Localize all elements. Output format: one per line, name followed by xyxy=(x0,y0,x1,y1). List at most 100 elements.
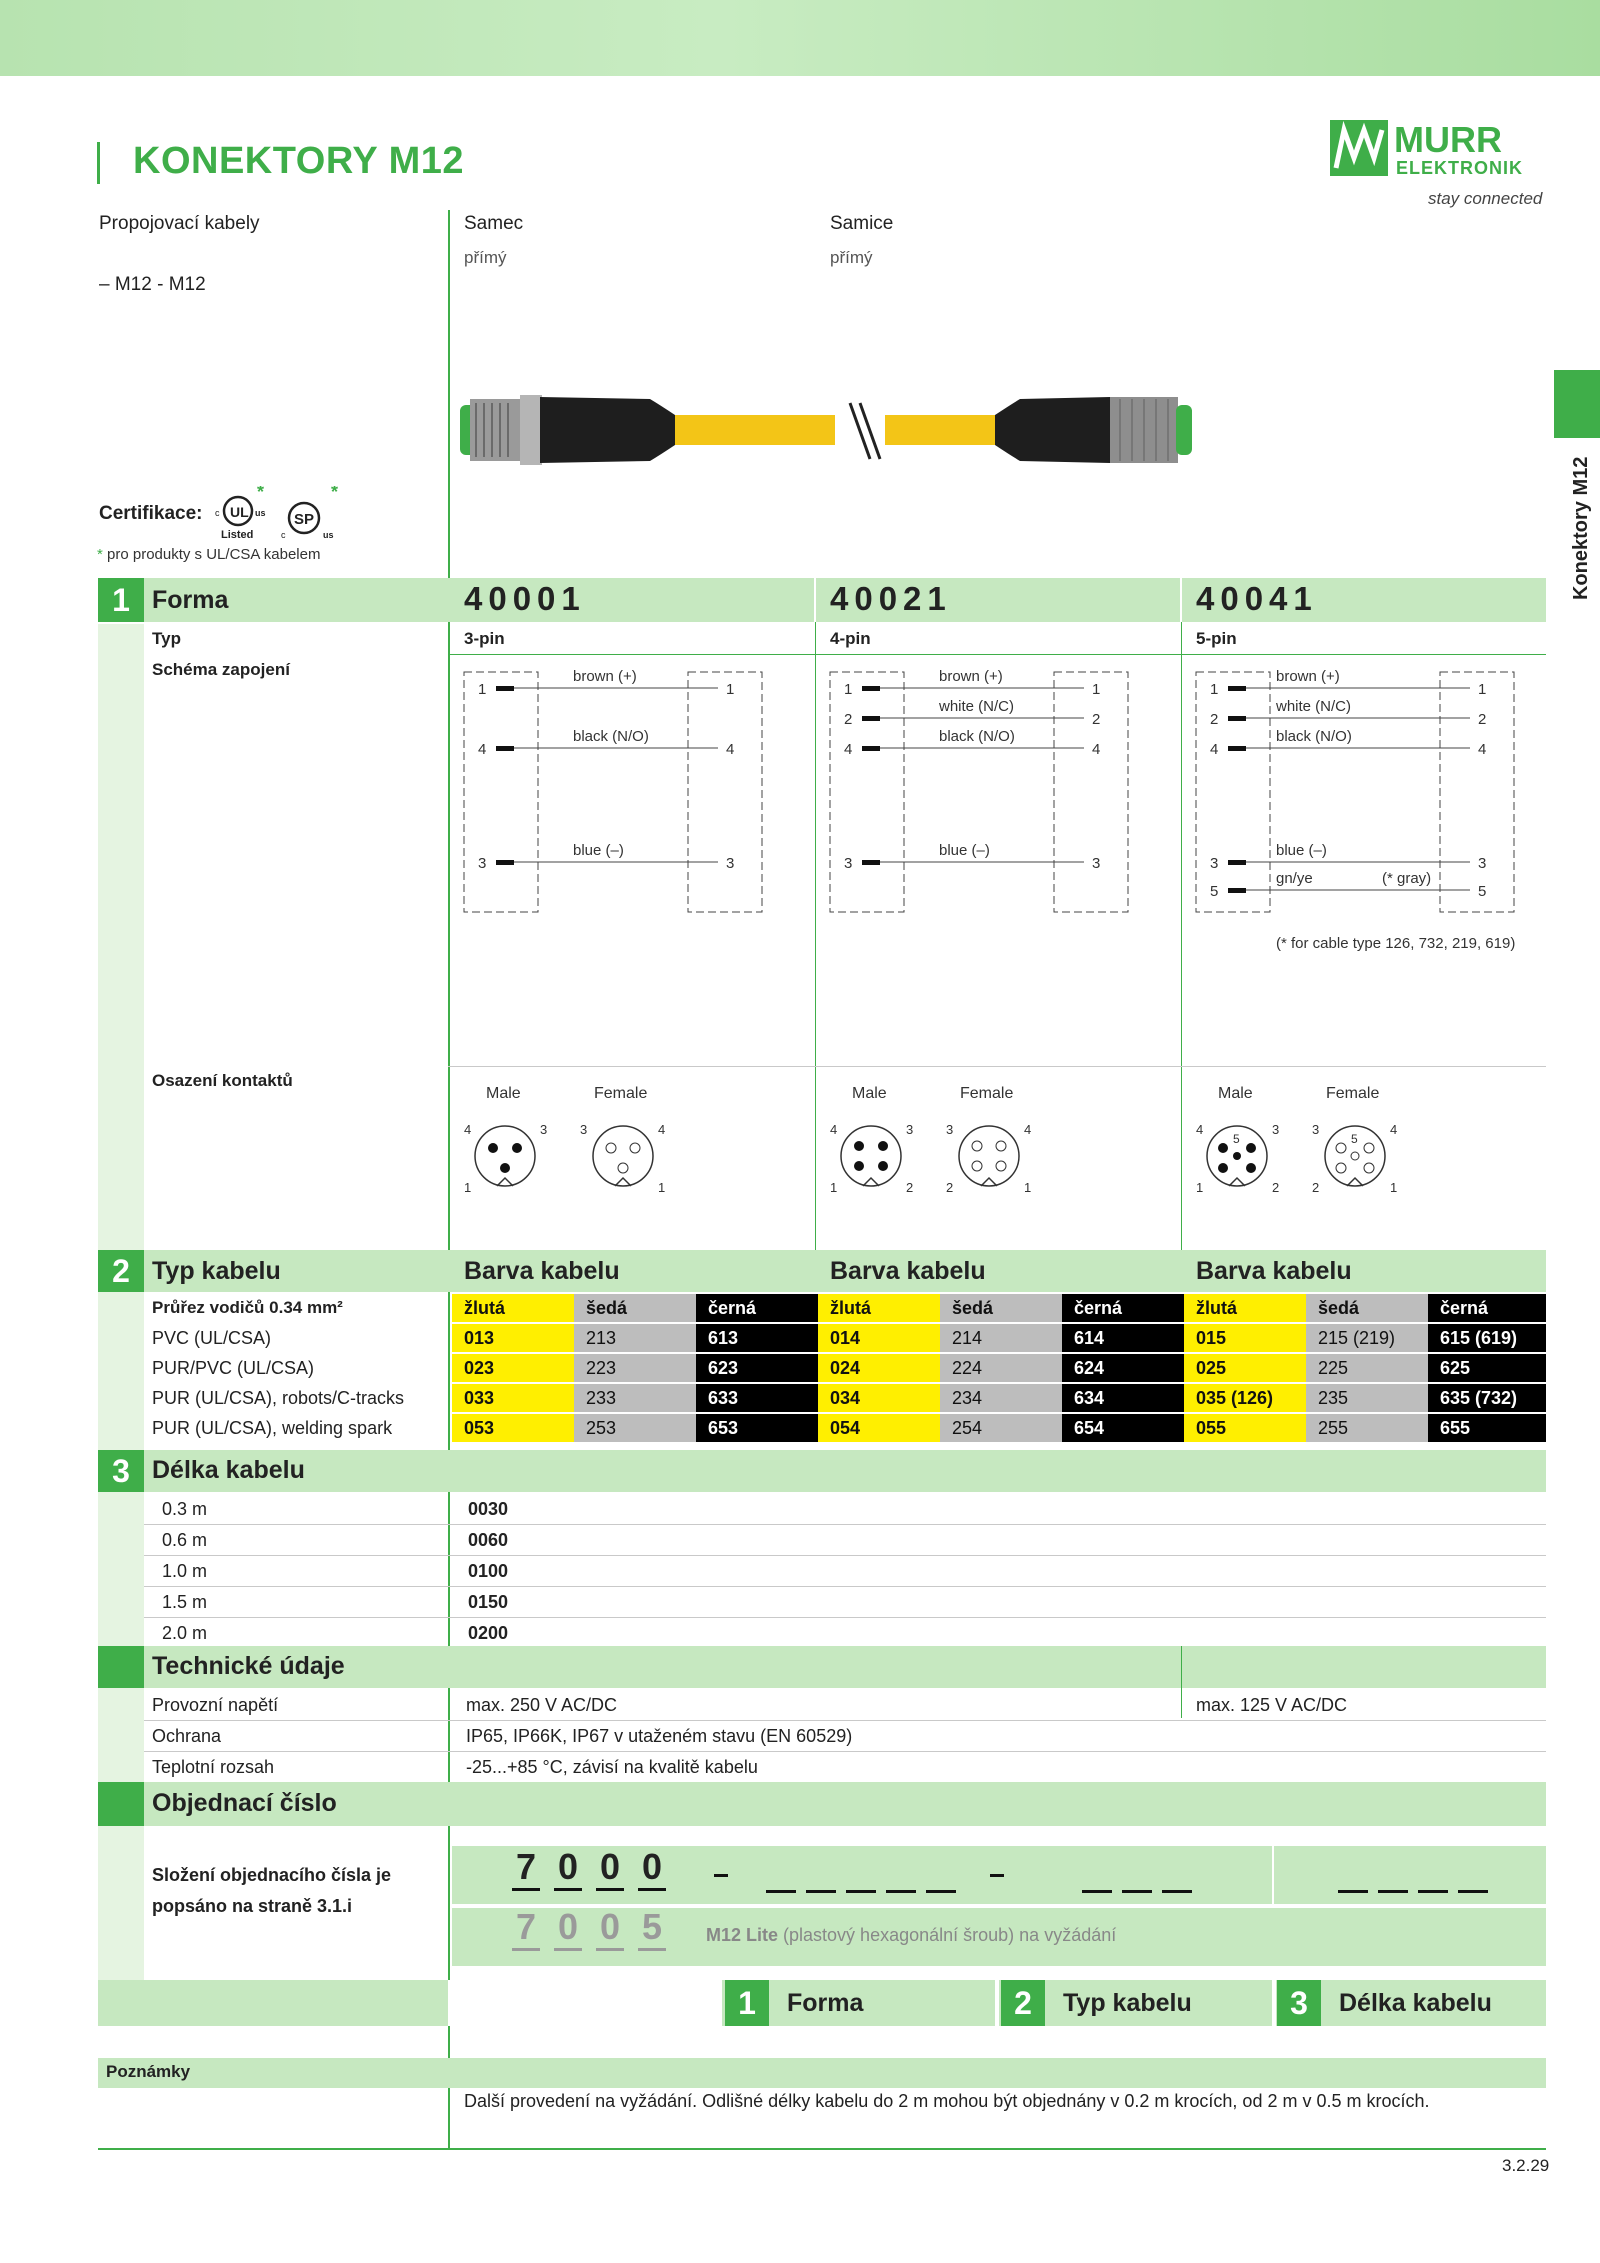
order-digit: 0 xyxy=(554,1906,582,1951)
logo-text-bottom: ELEKTRONIK xyxy=(1396,158,1523,178)
barva-heading-2: Barva kabelu xyxy=(830,1257,986,1285)
table-row: Provozní napětí max. 250 V AC/DC max. 12… xyxy=(144,1690,1546,1721)
cell: 233 xyxy=(574,1384,696,1412)
notes-label: Poznámky xyxy=(106,2062,191,2081)
typ-divider xyxy=(448,654,1546,655)
male-sub: přímý xyxy=(464,248,507,267)
delka-number: 3 xyxy=(98,1450,144,1492)
tech-value: max. 125 V AC/DC xyxy=(1196,1695,1348,1715)
table-row: Teplotní rozsah -25...+85 °C, závisí na … xyxy=(144,1752,1546,1783)
variant-code-1: 40001 xyxy=(464,580,586,617)
svg-text:Listed: Listed xyxy=(221,529,253,541)
svg-text:4: 4 xyxy=(464,1122,471,1137)
top-banner xyxy=(0,0,1600,76)
table-row: PVC (UL/CSA) 013 213 613 014 214 614 015… xyxy=(144,1324,1546,1352)
lite-note: M12 Lite (plastový hexagonální šroub) na… xyxy=(706,1925,1117,1945)
svg-text:brown (+): brown (+) xyxy=(573,668,637,685)
cell: 254 xyxy=(940,1414,1062,1442)
svg-text:3: 3 xyxy=(906,1122,913,1137)
svg-text:2: 2 xyxy=(1478,711,1486,728)
cell: 613 xyxy=(696,1324,818,1352)
svg-text:5: 5 xyxy=(1351,1132,1358,1146)
svg-text:3: 3 xyxy=(1312,1122,1319,1137)
svg-text:2: 2 xyxy=(1272,1180,1279,1195)
cell: 615 (619) xyxy=(1428,1324,1546,1352)
svg-text:4: 4 xyxy=(726,741,734,758)
cell: 255 xyxy=(1306,1414,1428,1442)
objed-band xyxy=(98,1782,1546,1826)
list-item: 2.0 m 0200 xyxy=(144,1618,1546,1648)
svg-text:*: * xyxy=(257,486,264,502)
svg-text:4: 4 xyxy=(1196,1122,1203,1137)
svg-text:1: 1 xyxy=(478,681,486,698)
pins-1: 3-pin xyxy=(464,629,505,648)
notes-text: Další provedení na vyžádání. Odlišné dél… xyxy=(464,2091,1430,2111)
svg-text:4: 4 xyxy=(844,741,852,758)
svg-text:3: 3 xyxy=(726,855,734,872)
svg-text:1: 1 xyxy=(1210,681,1218,698)
order-dash-1 xyxy=(714,1874,728,1877)
svg-text:white (N/C): white (N/C) xyxy=(1275,698,1351,715)
svg-text:5: 5 xyxy=(1233,1132,1240,1146)
col-gray-3: šedá xyxy=(1306,1294,1428,1322)
cell: 235 xyxy=(1306,1384,1428,1412)
svg-text:2: 2 xyxy=(946,1180,953,1195)
cert-label: Certifikace: xyxy=(99,503,203,524)
svg-text:blue (–): blue (–) xyxy=(1276,842,1327,859)
col-yellow-1: žlutá xyxy=(452,1294,574,1322)
svg-text:1: 1 xyxy=(830,1180,837,1195)
svg-text:4: 4 xyxy=(1390,1122,1397,1137)
typ-placeholder xyxy=(1082,1890,1192,1893)
svg-text:1: 1 xyxy=(1390,1180,1397,1195)
cell: 654 xyxy=(1062,1414,1184,1442)
side-tab-label: Konektory M12 xyxy=(1570,456,1592,600)
cell: 213 xyxy=(574,1324,696,1352)
legend-typ: 2 Typ kabelu xyxy=(1001,1980,1192,2026)
svg-text:2: 2 xyxy=(844,711,852,728)
length-label: 1.5 m xyxy=(162,1592,208,1612)
intro-title: Propojovací kabely xyxy=(99,213,260,234)
forma-label: Forma xyxy=(152,586,229,614)
svg-text:black (N/O): black (N/O) xyxy=(1276,728,1352,745)
length-code: 0060 xyxy=(468,1530,509,1550)
objed-number-block xyxy=(98,1782,144,1826)
svg-text:1: 1 xyxy=(726,681,734,698)
svg-text:4: 4 xyxy=(1092,741,1100,758)
svg-text:us: us xyxy=(255,508,266,518)
length-label: 0.6 m xyxy=(162,1530,208,1550)
legend-number: 2 xyxy=(1001,1980,1045,2026)
typ-kabelu-number: 2 xyxy=(98,1250,144,1292)
svg-text:1: 1 xyxy=(658,1180,665,1195)
legend-gap xyxy=(448,1980,722,2026)
row-label: PUR (UL/CSA), welding spark xyxy=(152,1418,393,1438)
svg-text:3: 3 xyxy=(540,1122,547,1137)
cell: 054 xyxy=(818,1414,940,1442)
divider-col3-line xyxy=(1181,622,1182,1250)
svg-text:black (N/O): black (N/O) xyxy=(939,728,1015,745)
svg-text:4: 4 xyxy=(478,741,486,758)
delka-band xyxy=(98,1450,1546,1492)
tech-value: max. 250 V AC/DC xyxy=(466,1695,618,1715)
svg-text:3: 3 xyxy=(946,1122,953,1137)
legend-text: Typ kabelu xyxy=(1063,1989,1192,2017)
legend-sep xyxy=(1272,1980,1276,2026)
forma-placeholder xyxy=(766,1890,956,1893)
cell: 033 xyxy=(452,1384,574,1412)
order-digit: 5 xyxy=(638,1906,666,1951)
cell: 655 xyxy=(1428,1414,1546,1442)
col-black-2: černá xyxy=(1062,1294,1184,1322)
svg-text:blue (–): blue (–) xyxy=(573,842,624,859)
svg-text:UL: UL xyxy=(230,504,249,520)
cell: 225 xyxy=(1306,1354,1428,1382)
female-sub: přímý xyxy=(830,248,873,267)
cell: 024 xyxy=(818,1354,940,1382)
tech-label: Technické údaje xyxy=(152,1652,345,1680)
col-yellow-3: žlutá xyxy=(1184,1294,1306,1322)
cell: 013 xyxy=(452,1324,574,1352)
tech-number-block xyxy=(98,1646,144,1688)
title-accent-bar xyxy=(97,142,100,184)
length-code: 0030 xyxy=(468,1499,509,1519)
legend-number: 3 xyxy=(1277,1980,1321,2026)
col-yellow-2: žlutá xyxy=(818,1294,940,1322)
